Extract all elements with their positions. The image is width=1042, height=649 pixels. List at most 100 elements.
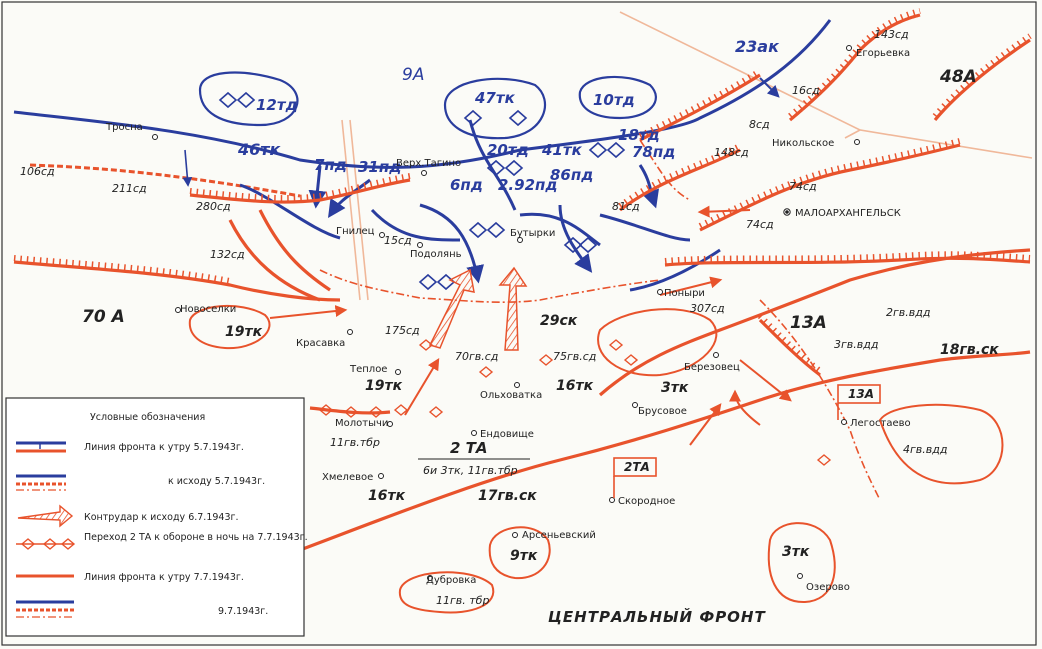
hq-flags	[613, 384, 881, 498]
german-unit-labels: 12тд 47тк 10тд 23ак 46тк 7пд 31пд 20тд 4…	[237, 37, 780, 194]
place-teploe: Теплое	[349, 364, 387, 375]
place-dubrovka: Дубровка	[426, 575, 476, 586]
label-18gvsk: 18гв.ск	[940, 342, 999, 358]
place-podolyan: Подолянь	[410, 249, 462, 260]
german-unit-ovals	[198, 71, 657, 140]
place-nikolskoe: Никольское	[772, 138, 834, 149]
roads	[341, 11, 1033, 301]
label-292pd: 2.92пд	[498, 176, 558, 194]
place-berezovets: Березовец	[684, 362, 740, 373]
legend-symbol-1	[16, 441, 66, 453]
german-tank-symbols	[218, 91, 626, 291]
legend-symbol-4	[16, 538, 76, 550]
place-arsenyevsky: Арсеньевский	[522, 530, 596, 541]
ta2-defence-line	[318, 339, 832, 466]
label-7pd: 7пд	[314, 156, 347, 174]
place-egoryevka: Егорьевка	[856, 48, 910, 59]
label-41tk: 41тк	[541, 141, 583, 159]
soviet-counterattack	[428, 266, 528, 351]
label-3tk-b: 3тк	[782, 544, 810, 560]
front-title: ЦЕНТРАЛЬНЫЙ ФРОНТ	[548, 607, 766, 626]
legend-title: Условные обозначения	[90, 412, 205, 423]
place-butyrki: Бутырки	[510, 228, 555, 239]
legend-symbol-3	[17, 504, 74, 528]
place-krasavka: Красавка	[296, 338, 345, 349]
label-175sd: 175сд	[385, 324, 420, 337]
label-74sd-a: 74сд	[789, 180, 817, 193]
soviet-tick-lines	[13, 8, 1032, 374]
soviet-arrows	[269, 205, 792, 446]
place-endovishche: Ендовище	[480, 429, 534, 440]
label-78pd: 78пд	[632, 143, 675, 161]
legend-item-5: Линия фронта к утру 7.7.1943г.	[84, 572, 244, 583]
label-47tk: 47тк	[474, 89, 516, 107]
label-2ta-units: 6и 3тк, 11гв.тбр	[423, 464, 518, 477]
label-2gvvdd: 2гв.вдд	[886, 306, 930, 319]
label-280sd: 280сд	[196, 200, 231, 213]
place-gnilets: Гнилец	[336, 226, 375, 237]
label-81sd: 81сд	[612, 200, 640, 213]
label-12td: 12тд	[256, 96, 298, 114]
front-line-9-7	[319, 139, 881, 501]
place-maloarkhangelsk: МАЛОАРХАНГЕЛЬСК	[795, 208, 901, 219]
army-2ta: 2 ТА	[450, 439, 488, 457]
place-olkhovatka: Ольховатка	[480, 390, 542, 401]
legend-item-1: Линия фронта к утру 5.7.1943г.	[84, 442, 244, 453]
label-148sd: 148сд	[714, 146, 749, 159]
label-23ak: 23ак	[735, 37, 780, 56]
label-11gvtbr-b: 11гв. тбр	[436, 594, 489, 607]
german-attack-arrows	[182, 77, 780, 284]
place-markers	[152, 45, 860, 581]
legend-symbol-6	[16, 600, 74, 618]
place-ozerovo: Озерово	[806, 582, 850, 593]
label-8sd: 8сд	[749, 118, 770, 131]
label-15sd: 15сд	[384, 234, 412, 247]
label-3gvvdd: 3гв.вдд	[834, 338, 878, 351]
army-13a: 13А	[790, 313, 827, 333]
label-106sd: 106сд	[20, 165, 55, 178]
place-trosna: Тросна	[105, 122, 143, 133]
label-143sd: 143сд	[874, 28, 909, 41]
label-74sd-b: 74сд	[746, 218, 774, 231]
army-70a: 70 А	[82, 307, 125, 327]
label-70gvsd: 70гв.сд	[455, 350, 498, 363]
place-legostaevo: Легостаево	[850, 418, 911, 429]
place-verh-tagino: Верх.Тагино	[396, 158, 461, 169]
legend-item-3: Контрудар к исходу 6.7.1943г.	[84, 512, 239, 523]
label-6pd: 6пд	[450, 176, 483, 194]
soviet-defense-lines	[13, 13, 1031, 552]
soviet-unit-labels: 143сд 16сд 8сд 148сд 74сд 74сд 106сд 211…	[20, 28, 999, 607]
label-16tk-b: 16тк	[368, 488, 406, 504]
label-16sd: 16сд	[792, 84, 820, 97]
army-9a: 9А	[402, 65, 424, 85]
label-11gvtbr-a: 11гв.тбр	[330, 436, 380, 449]
label-75gvsd: 75гв.сд	[553, 350, 596, 363]
label-3tk-a: 3тк	[661, 380, 689, 396]
front-line-5-7	[13, 19, 832, 198]
label-17gvsk: 17гв.ск	[478, 488, 537, 504]
legend-box	[5, 397, 305, 637]
legend-item-4: Переход 2 ТА к обороне в ночь на 7.7.194…	[84, 532, 308, 543]
label-19tk-a: 19тк	[225, 324, 263, 340]
label-18td: 18тд	[618, 126, 660, 144]
label-4gvvdd: 4гв.вдд	[903, 443, 947, 456]
place-labels: Егорьевка Тросна Никольское Верх.Тагино …	[105, 48, 911, 593]
label-13a-box: 13А	[848, 387, 874, 401]
place-khmelevoe: Хмелевое	[322, 472, 373, 483]
label-211sd: 211сд	[112, 182, 147, 195]
label-132sd: 132сд	[210, 248, 245, 261]
legend-item-6: 9.7.1943г.	[218, 606, 268, 617]
legend-item-2: к исходу 5.7.1943г.	[168, 476, 265, 487]
label-10td: 10тд	[593, 91, 635, 109]
label-19tk-b: 19тк	[365, 378, 403, 394]
place-molotychi: Молотычи	[335, 418, 388, 429]
label-2ta-box: 2ТА	[624, 460, 650, 474]
soviet-unit-ovals	[188, 304, 1004, 614]
german-contour-lines	[239, 119, 721, 292]
legend-symbol-2	[16, 474, 66, 491]
label-86pd: 86пд	[550, 166, 593, 184]
label-29sk: 29ск	[540, 313, 578, 329]
label-16tk-a: 16тк	[556, 378, 594, 394]
